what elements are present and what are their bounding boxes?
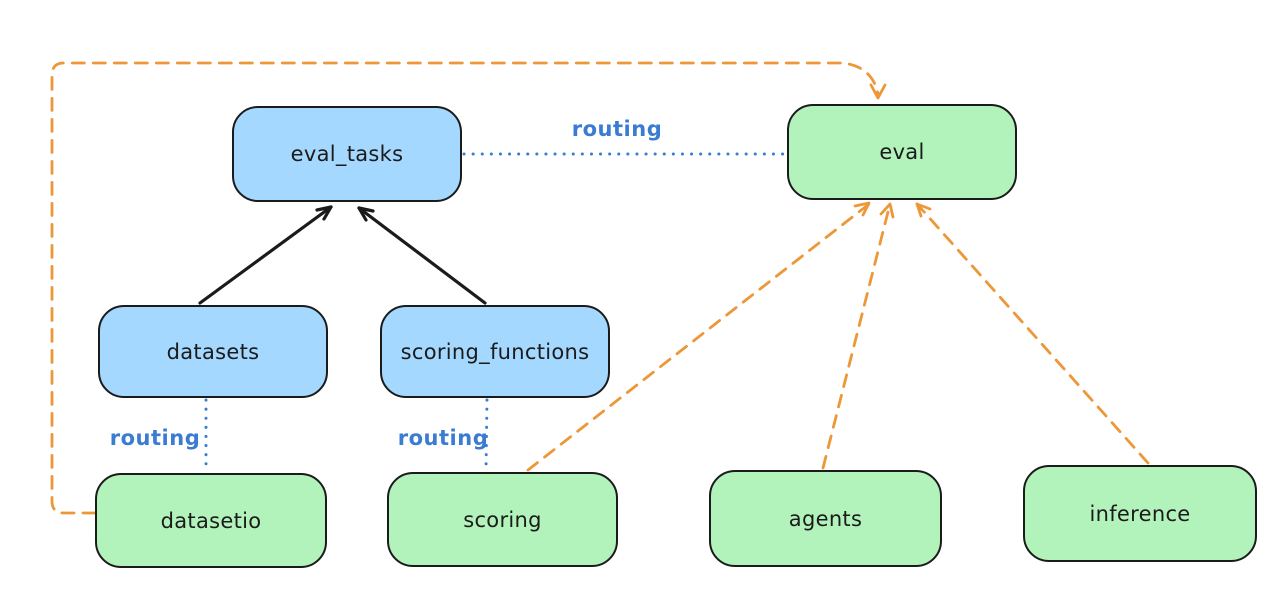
arrowhead-agents-eval xyxy=(879,202,895,219)
node-scoring: scoring xyxy=(387,472,618,567)
edge-agents-eval xyxy=(821,202,892,470)
node-inference: inference xyxy=(1023,465,1257,562)
node-eval-tasks: eval_tasks xyxy=(232,106,462,202)
edge-scoring-eval xyxy=(526,202,871,472)
edge-scoring-functions-eval-tasks xyxy=(357,206,487,305)
node-scoring-functions: scoring_functions xyxy=(380,305,610,398)
arrowhead-datasets-eval-tasks xyxy=(315,205,333,221)
arrowhead-inference-eval xyxy=(915,202,932,218)
edge-routing-scoring-functions-scoring xyxy=(484,398,489,472)
edge-label-routing-scoring-functions-scoring: routing xyxy=(397,426,489,450)
arrowhead-scoring-eval xyxy=(853,201,871,217)
node-datasetio: datasetio xyxy=(95,473,327,568)
node-agents: agents xyxy=(709,470,942,567)
node-eval: eval xyxy=(787,104,1017,200)
edge-label-routing-eval-tasks-eval: routing xyxy=(571,117,663,141)
edge-datasetio-eval xyxy=(50,61,880,515)
edge-label-routing-datasets-datasetio: routing xyxy=(109,426,201,450)
node-datasets: datasets xyxy=(98,305,328,398)
edge-inference-eval xyxy=(915,202,1150,465)
edge-datasets-eval-tasks xyxy=(198,205,333,305)
arrowhead-scoring-functions-eval-tasks xyxy=(357,206,375,222)
arrowhead-datasetio-eval xyxy=(869,83,887,100)
